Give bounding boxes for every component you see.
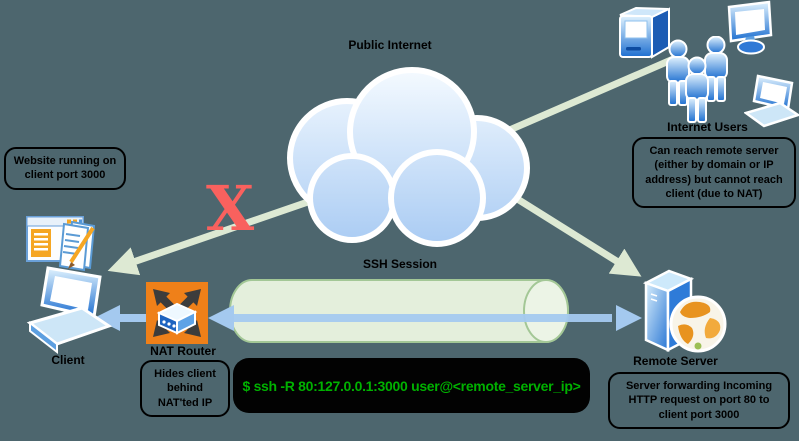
server-callout: Server forwarding Incoming HTTP request …: [608, 372, 790, 429]
remote-server-icon: [636, 260, 734, 363]
nat-router-label: NAT Router: [150, 344, 216, 358]
client-laptop-icon: [26, 264, 113, 363]
remote-server-label: Remote Server: [633, 354, 718, 368]
nat-callout: Hides client behind NAT'ted IP: [140, 360, 230, 417]
monitor-icon: [724, 0, 776, 61]
terminal-box: $ ssh -R 80:127.0.0.1:3000 user@<remote_…: [233, 358, 590, 413]
data-flow-arrows: [94, 305, 642, 331]
users-laptop-icon: [743, 74, 799, 137]
client-label: Client: [51, 353, 85, 367]
cloud-icon: [287, 67, 530, 247]
ssh-tunnel-cylinder: [229, 279, 569, 343]
people-group-icon: [662, 35, 736, 137]
internet-users-label: Internet Users: [667, 120, 748, 134]
users-callout: Can reach remote server (either by domai…: [632, 137, 796, 209]
nat-router-icon: [146, 282, 208, 349]
desktop-computer-icon: [616, 4, 674, 67]
website-browser-icon: [26, 212, 106, 285]
blocked-connection-x: X: [205, 172, 255, 245]
ssh-session-label: SSH Session: [362, 257, 438, 271]
ssh-command-text: $ ssh -R 80:127.0.0.1:3000 user@<remote_…: [242, 377, 581, 394]
public-internet-label: Public Internet: [348, 38, 432, 52]
website-callout: Website running on client port 3000: [4, 147, 126, 190]
